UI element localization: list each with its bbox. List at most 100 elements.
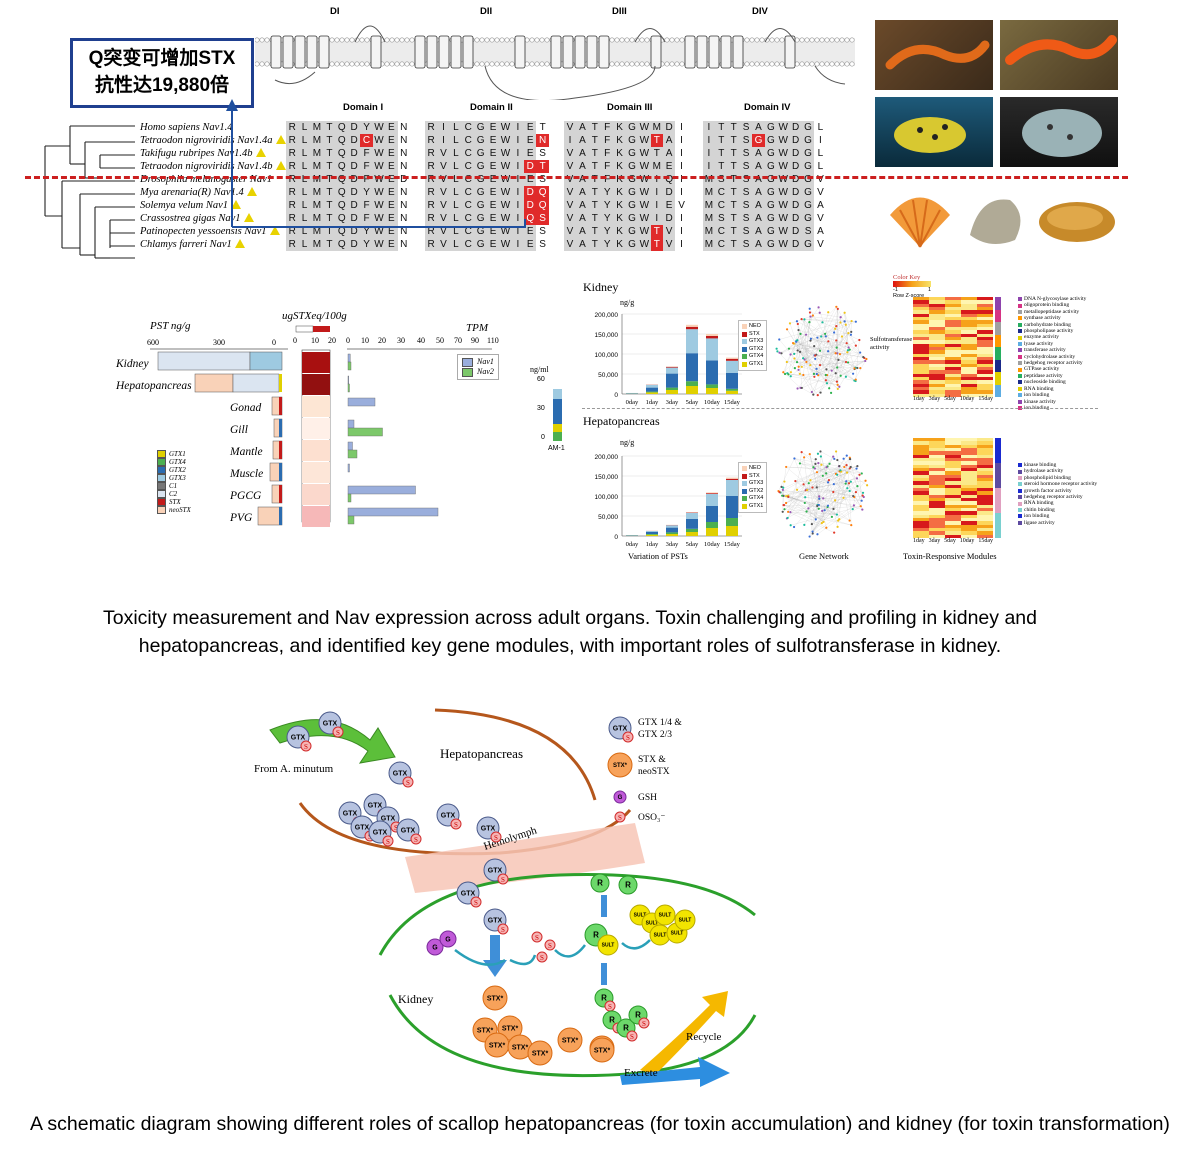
toxin-warning-icon bbox=[243, 213, 254, 222]
heatmap-cell bbox=[945, 340, 961, 344]
residue-cell: N bbox=[400, 148, 408, 159]
residue-cell: E bbox=[385, 238, 398, 251]
residue-cell: E bbox=[486, 212, 500, 225]
heatmap-cell bbox=[977, 457, 993, 462]
network-node bbox=[862, 356, 865, 359]
heatmap-cell bbox=[913, 376, 929, 381]
ug-heat-cell bbox=[302, 484, 330, 505]
heatmap-cell bbox=[913, 441, 929, 445]
residue-cell: L bbox=[817, 148, 824, 159]
am1-tick: 30 bbox=[537, 405, 545, 412]
bar-segment bbox=[666, 367, 678, 374]
residue-cell: T bbox=[323, 212, 336, 225]
heatmap-day-label: 5day bbox=[944, 396, 956, 402]
heatmap-cell bbox=[913, 297, 929, 301]
network-edge bbox=[787, 496, 862, 501]
residue-cell: V bbox=[437, 199, 450, 212]
network-edge bbox=[859, 474, 862, 501]
series-legend-item: GTX4 bbox=[742, 495, 763, 503]
heatmap-cell bbox=[977, 310, 993, 314]
network-node bbox=[856, 485, 859, 488]
network-edge bbox=[819, 490, 850, 499]
residue-cell: K bbox=[613, 238, 626, 251]
network-node bbox=[787, 373, 790, 376]
residue-cell: A bbox=[576, 212, 589, 225]
go-term-item: phospholipase activity bbox=[1018, 328, 1086, 334]
heatmap-cell bbox=[929, 441, 945, 445]
organ-label: PGCG bbox=[229, 490, 262, 502]
series-legend-item: STX bbox=[742, 473, 763, 481]
residue-cell: V bbox=[817, 174, 824, 185]
residue-cell: N bbox=[400, 226, 408, 237]
residue-cell: D bbox=[347, 160, 361, 173]
heatmap-cell bbox=[945, 487, 961, 492]
network-node bbox=[852, 494, 855, 498]
gtx-molecule-text: GTX bbox=[323, 720, 338, 727]
go-term-item: hedgehog receptor activity bbox=[1018, 360, 1086, 366]
network-edge bbox=[808, 483, 862, 501]
network-edge bbox=[778, 467, 827, 492]
go-term-item: DNA N-glycosylase activity bbox=[1018, 296, 1086, 302]
heatmap-cell bbox=[929, 481, 945, 485]
network-node bbox=[843, 465, 846, 469]
sulfate-badge-text: S bbox=[626, 734, 630, 742]
transmembrane-segment bbox=[720, 35, 732, 69]
heatmap-day-label: 3day bbox=[928, 396, 941, 402]
heatmap-cell bbox=[913, 451, 929, 455]
network-node bbox=[838, 385, 841, 388]
network-node bbox=[840, 335, 844, 338]
network-edge bbox=[786, 496, 818, 506]
residue-cell: A bbox=[576, 147, 589, 160]
residue-cell: G bbox=[764, 160, 778, 173]
bar-segment bbox=[646, 391, 658, 393]
network-edge bbox=[811, 510, 825, 525]
sulfate-badge bbox=[402, 776, 414, 788]
residue-cell: V bbox=[563, 225, 577, 238]
residue-cell: I bbox=[680, 213, 683, 224]
network-edge bbox=[786, 466, 850, 521]
residue-cell: C bbox=[715, 225, 728, 238]
go-term-item: cyclohydrolase activity bbox=[1018, 354, 1086, 360]
network-edge bbox=[814, 345, 855, 381]
network-node bbox=[849, 333, 853, 336]
tpm-tick-label: 40 bbox=[417, 336, 425, 345]
network-edge bbox=[801, 387, 814, 395]
network-edge bbox=[804, 319, 836, 374]
residue-cell: S bbox=[739, 121, 753, 134]
heatmap-cell bbox=[977, 484, 993, 488]
sulfate-badge bbox=[410, 833, 422, 845]
heatmap-cell bbox=[961, 527, 977, 532]
network-node bbox=[836, 307, 839, 310]
residue-cell: V bbox=[563, 199, 577, 212]
network-edge bbox=[806, 306, 837, 363]
residue-cell: K bbox=[613, 134, 626, 147]
network-edge bbox=[812, 486, 858, 532]
network-node bbox=[785, 360, 788, 364]
am1-tick: 0 bbox=[541, 434, 545, 441]
y-tick-label: 50,000 bbox=[598, 372, 618, 379]
residue-cell: S bbox=[739, 212, 753, 225]
heatmap-cell bbox=[977, 481, 993, 485]
footer-modules: Toxin-Responsive Modules bbox=[903, 551, 997, 561]
residue-cell: M bbox=[702, 186, 716, 199]
bar-segment bbox=[706, 334, 718, 336]
network-node bbox=[865, 357, 868, 361]
residue-cell: G bbox=[474, 186, 487, 199]
residue-cell: T bbox=[727, 212, 740, 225]
heatmap-cell bbox=[977, 383, 993, 387]
toxin-legend-item: GTX1 bbox=[157, 450, 191, 458]
stx-molecule bbox=[557, 1027, 583, 1053]
pst-bar-kidney bbox=[249, 351, 283, 371]
ug-heat-cell bbox=[302, 396, 330, 417]
go-term-item: carbohydrate binding bbox=[1018, 322, 1086, 328]
heatmap-cell bbox=[961, 393, 977, 397]
heatmap-cell bbox=[961, 474, 977, 478]
gsh-molecule bbox=[439, 930, 457, 948]
module-bar-segment bbox=[995, 347, 1001, 360]
network-node bbox=[793, 357, 796, 360]
network-edge bbox=[819, 360, 866, 366]
residue-cell: G bbox=[625, 225, 639, 238]
heatmap-cell bbox=[929, 501, 945, 505]
heatmap-cell bbox=[961, 494, 977, 498]
